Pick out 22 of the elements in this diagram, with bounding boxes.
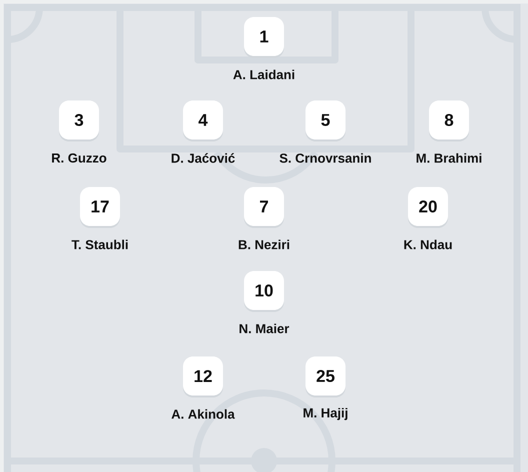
- player-number-box: 7: [244, 187, 284, 228]
- player-name: T. Staubli: [72, 240, 128, 250]
- player-name: R. Guzzo: [52, 153, 106, 163]
- player-number-box: 3: [59, 100, 99, 142]
- player-number-box: 12: [183, 356, 223, 398]
- player-name: M. Brahimi: [416, 153, 482, 163]
- player-number-box: 17: [80, 187, 120, 228]
- player-name: B. Neziri: [238, 240, 290, 250]
- player-name: M. Hajij: [304, 408, 348, 420]
- player-name: D. Jaćović: [172, 153, 235, 163]
- player-number-box: 8: [429, 100, 469, 142]
- player-name: N. Maier: [240, 324, 290, 334]
- player-number-box: 25: [306, 356, 346, 398]
- player-number-box: 1: [244, 17, 284, 58]
- player-number-box: 10: [244, 271, 284, 312]
- player-name: A. Laidani: [233, 70, 294, 80]
- player-name: S. Crnovrsanin: [280, 153, 371, 163]
- player-name: K. Ndau: [404, 240, 452, 250]
- player-number-box: 20: [408, 187, 448, 228]
- player-number-box: 4: [183, 100, 223, 142]
- player-number-box: 5: [306, 100, 346, 142]
- player-name: A. Akinola: [172, 409, 235, 419]
